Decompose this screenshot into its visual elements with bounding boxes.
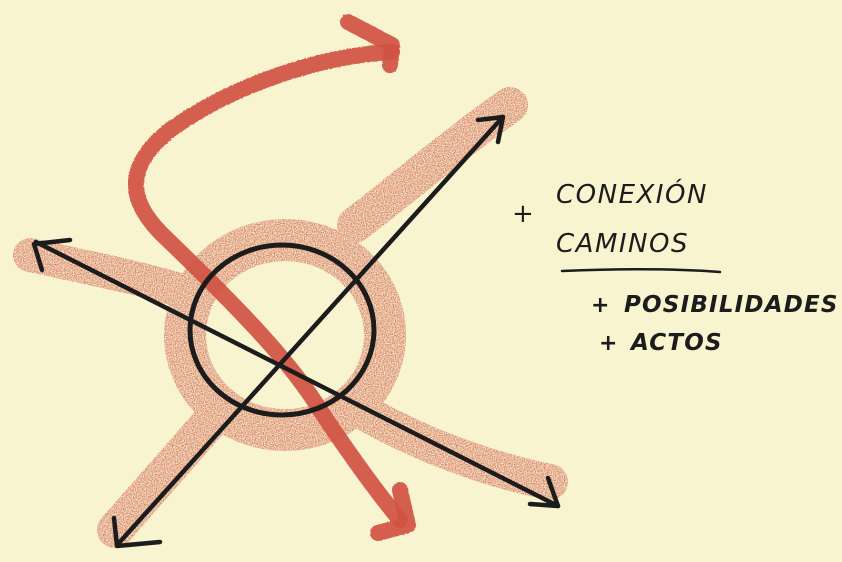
plus-sign-actos: + [599,331,617,356]
crayon-lower-left-arm [115,408,222,530]
crayon-marks [30,105,550,530]
crayon-upper-right-arm [355,105,510,225]
crayon-left-arm [30,255,185,292]
notes: + CONEXIÓN CAMINOS + POSIBILIDADES + ACT… [512,178,839,356]
plus-sign-posibilidades: + [591,293,609,318]
underline-stroke [562,269,720,272]
note-conexion: CONEXIÓN [556,178,708,210]
note-caminos: CAMINOS [556,229,689,259]
center-circle [190,245,374,415]
diagonal-line-down [36,242,558,506]
note-actos: ACTOS [629,330,723,356]
plus-sign-main: + [512,199,534,229]
note-posibilidades: POSIBILIDADES [624,292,839,318]
